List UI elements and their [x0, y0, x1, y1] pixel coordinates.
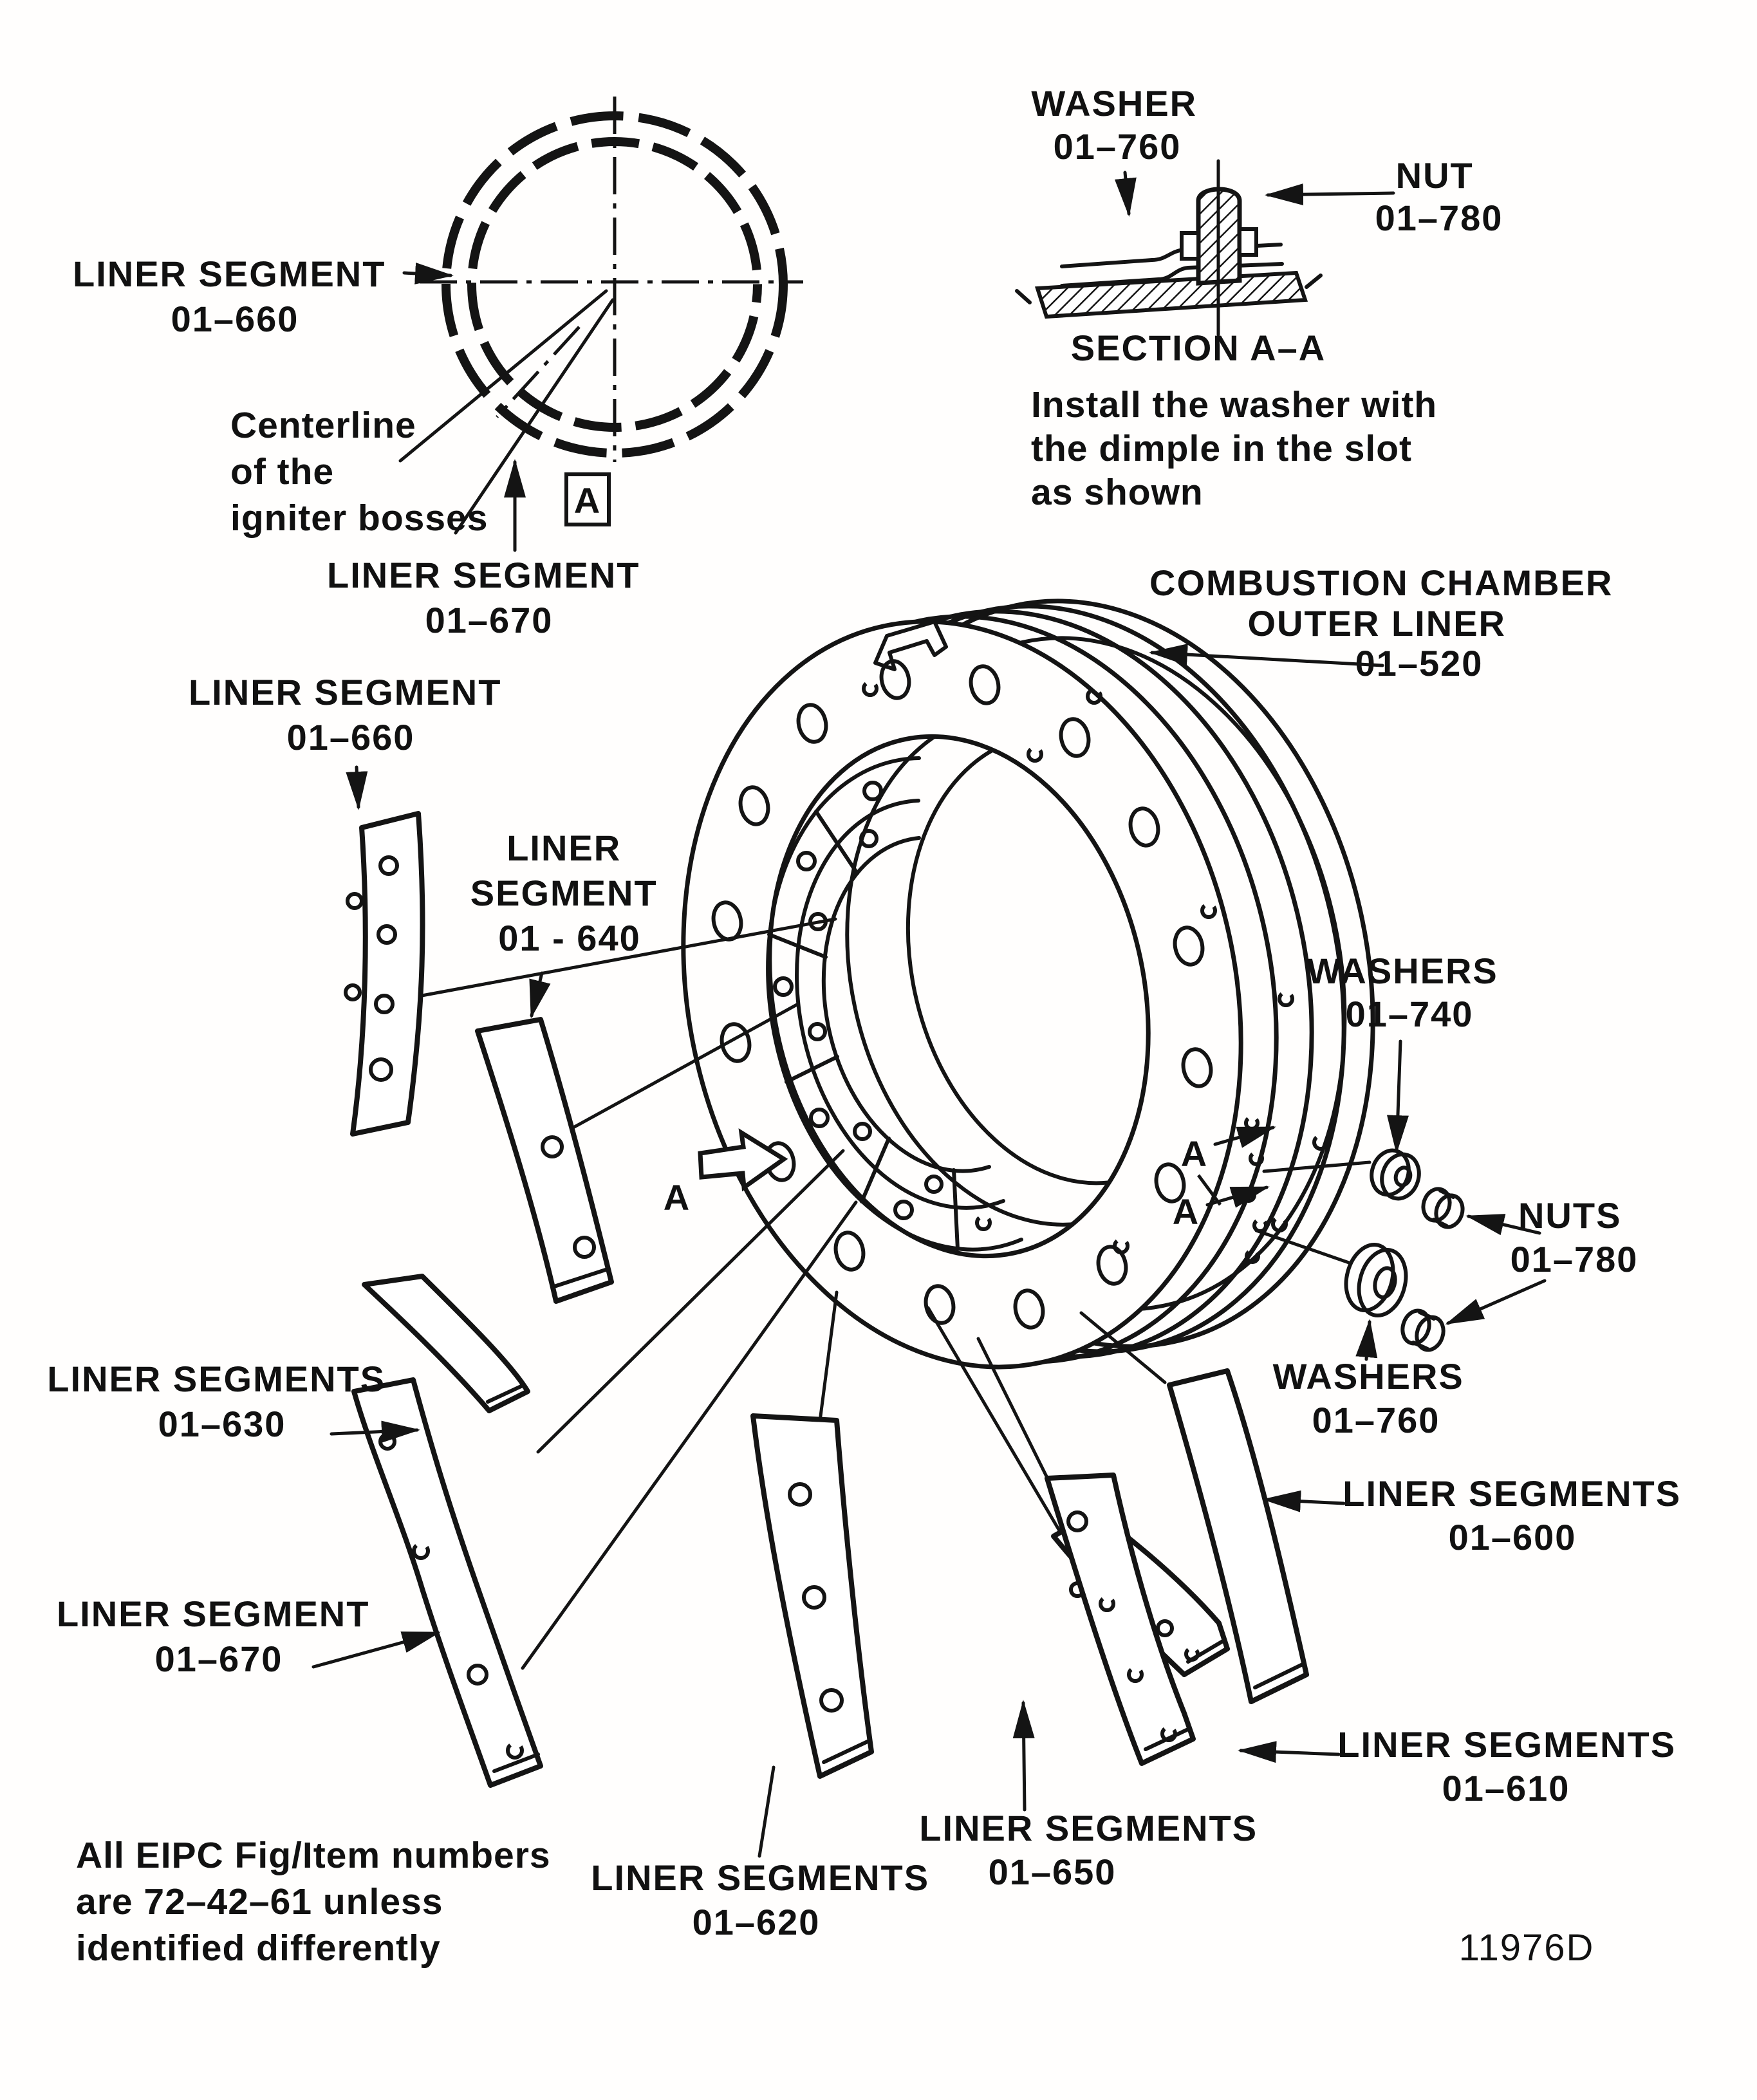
front-flange-bore-edge	[767, 734, 1151, 1259]
exploded-segments	[344, 811, 1309, 1788]
footnote: All EIPC Fig/Item numbers are 72–42–61 u…	[76, 1835, 561, 1969]
leader-segments-620	[758, 1765, 776, 1858]
cut-plane-line	[1196, 1174, 1222, 1206]
section-nut-flange-right	[1238, 227, 1258, 257]
part-segments-600	[1167, 1368, 1309, 1704]
leader-segment-670	[311, 1631, 441, 1669]
leader-nuts-780-lower	[1445, 1279, 1547, 1325]
leader-segments-650	[1012, 1700, 1035, 1812]
cut-letter-lower: A	[1173, 1191, 1200, 1232]
front-flange-outer-edge	[681, 619, 1243, 1370]
leader-washers-740	[1386, 1039, 1409, 1154]
slot-marks	[862, 680, 1329, 1264]
flange-holes	[711, 659, 1213, 1330]
view-arrow-letter: A	[664, 1177, 691, 1218]
leader-section-nut	[1265, 183, 1395, 206]
label-segment-670: LINER SEGMENT 01–670	[57, 1594, 381, 1679]
label-washers-760: WASHERS 01–760	[1273, 1356, 1476, 1440]
section-title: SECTION A–A	[1071, 328, 1326, 368]
block-arrow-icon	[698, 1128, 788, 1192]
centerline-note: Centerline of the igniter bosses	[230, 405, 488, 539]
leader-nuts-780-upper	[1465, 1214, 1541, 1236]
label-segments-650: LINER SEGMENTS 01–650	[919, 1808, 1269, 1892]
cut-arrow-upper	[1213, 1126, 1276, 1148]
label-segments-620: LINER SEGMENTS 01–620	[591, 1857, 940, 1942]
washer-740	[1370, 1148, 1421, 1201]
leader-endview-660	[402, 262, 454, 284]
section-nut-label: NUT 01–780	[1375, 155, 1503, 238]
label-segments-610: LINER SEGMENTS 01–610	[1337, 1724, 1687, 1808]
section-a-a: WASHER 01–760 NUT 01–780 SECTION A–A Ins…	[1015, 83, 1503, 513]
stud-line-760	[1254, 1229, 1351, 1265]
callout-labels: LINER SEGMENT 01–660 LINER SEGMENT 01 - …	[47, 672, 1692, 1942]
section-edge-tick-left	[1015, 289, 1032, 304]
washer-760	[1344, 1242, 1408, 1318]
view-letter-a: A	[574, 480, 601, 521]
label-segment-640: LINER SEGMENT 01 - 640	[470, 828, 669, 958]
label-segments-600: LINER SEGMENTS 01–600	[1343, 1473, 1692, 1557]
view-letter-box: A	[564, 472, 611, 526]
label-combustion-chamber-outer-liner: COMBUSTION CHAMBER OUTER LINER 01–520	[1149, 562, 1624, 683]
end-view: LINER SEGMENT 01–660 Centerline of the i…	[73, 97, 803, 640]
cut-letter-upper: A	[1181, 1133, 1208, 1174]
outer-liner-assembly: COMBUSTION CHAMBER OUTER LINER 01–520 A …	[664, 562, 1624, 1370]
section-note: Install the washer with the dimple in th…	[1031, 384, 1448, 513]
leader-washers-760	[1355, 1319, 1378, 1361]
label-washers-740: WASHERS 01–740	[1307, 951, 1510, 1034]
nut-780-lower	[1400, 1308, 1446, 1352]
part-segments-620	[750, 1413, 874, 1779]
endview-label-liner-segment-660: LINER SEGMENT 01–660	[73, 254, 397, 339]
section-cut-markers: A A	[1173, 1126, 1276, 1232]
part-segment-660	[344, 811, 425, 1137]
installed-segment-band	[766, 756, 1023, 1252]
leader-segments-610	[1238, 1741, 1341, 1763]
nut-780-upper	[1421, 1187, 1465, 1229]
label-nuts-780: NUTS 01–780	[1511, 1195, 1639, 1279]
label-segments-630: LINER SEGMENTS 01–630	[47, 1359, 396, 1444]
top-lug-tab	[873, 620, 948, 671]
leader-segments-630	[330, 1420, 420, 1443]
figure-number: 11976D	[1459, 1927, 1595, 1969]
label-segment-660: LINER SEGMENT 01–660	[189, 672, 513, 757]
leader-outer-liner	[1149, 644, 1384, 667]
leader-segments-600	[1262, 1490, 1346, 1512]
part-segments-630	[362, 1274, 530, 1413]
section-washer-label: WASHER 01–760	[1031, 83, 1208, 167]
part-segment-640	[475, 1017, 614, 1304]
endview-label-liner-segment-670: LINER SEGMENT 01–670	[327, 555, 651, 640]
section-nut-flange-left	[1180, 231, 1200, 261]
part-segments-610	[1045, 1473, 1196, 1766]
section-edge-tick-right	[1305, 274, 1323, 289]
stud-line-740	[1262, 1160, 1371, 1173]
leader-segment-660	[346, 765, 368, 810]
view-direction-arrow: A	[664, 1128, 788, 1218]
section-washer-plate-bottom	[1060, 262, 1284, 288]
centerlines	[398, 97, 803, 535]
section-drawing	[1015, 159, 1323, 337]
leader-section-washer	[1114, 171, 1137, 217]
leader-segment-640	[529, 971, 551, 1019]
section-liner-wall	[1034, 270, 1308, 319]
part-segment-670	[351, 1377, 543, 1788]
